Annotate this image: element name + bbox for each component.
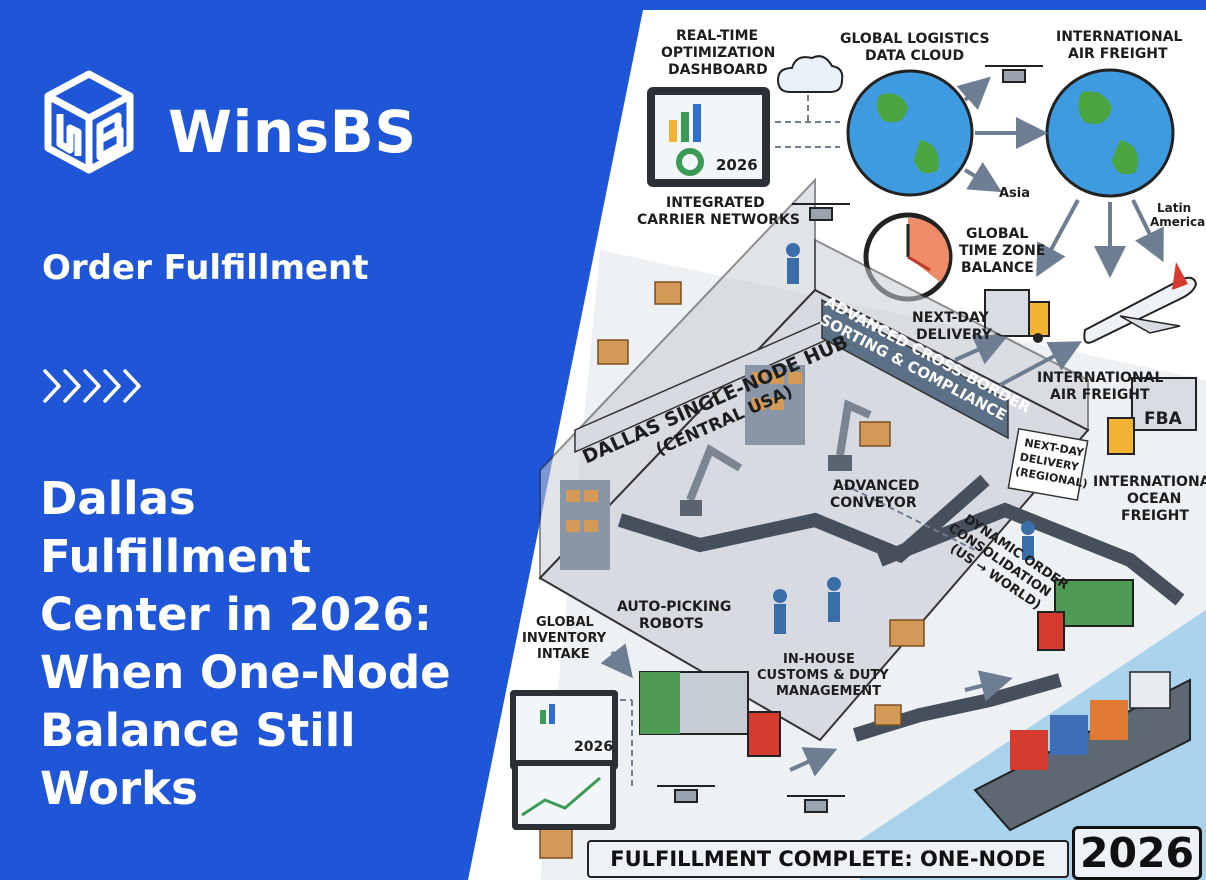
customs-label-line: MANAGEMENT — [776, 684, 881, 699]
chevrons-right-icon — [43, 369, 141, 403]
next-day-label-line: NEXT-DAY — [912, 310, 989, 326]
tablet-dashboard: 2026 — [510, 690, 618, 830]
brand: WinsBS — [42, 70, 462, 180]
ocean-freight-label-line: INTERNATIONAL — [1093, 474, 1206, 490]
dashboard-monitor: 2026 — [647, 87, 770, 187]
fba-label: FBA — [1144, 409, 1183, 429]
dashboard-label-line: REAL-TIME — [676, 28, 758, 44]
latin-america-label-line: America — [1150, 215, 1205, 229]
ocean-freight-label: INTERNATIONAL OCEAN FREIGHT — [1093, 474, 1206, 524]
intake-label-line: GLOBAL — [536, 615, 594, 630]
air-freight-top-label: INTERNATIONAL AIR FREIGHT — [1056, 29, 1182, 62]
air-freight-top-label-line: INTERNATIONAL — [1056, 29, 1182, 45]
latin-america-label: Latin America — [1150, 201, 1205, 229]
airplane-icon — [1083, 262, 1198, 344]
air-freight-mid-label-line: INTERNATIONAL — [1037, 370, 1163, 386]
asia-label: Asia — [999, 186, 1030, 201]
customs-label: IN-HOUSE CUSTOMS & DUTY MANAGEMENT — [757, 652, 889, 699]
container-ship-icon — [973, 671, 1191, 832]
intake-label-line: INTAKE — [537, 647, 590, 662]
intake-label-line: INVENTORY — [522, 631, 607, 646]
air-freight-mid-label-line: AIR FREIGHT — [1050, 387, 1150, 403]
dashboard-label: REAL-TIME OPTIMIZATION DASHBOARD — [661, 28, 775, 78]
robots-label-line: AUTO-PICKING — [617, 599, 731, 615]
brand-name: WinsBS — [168, 98, 417, 166]
data-cloud-label: GLOBAL LOGISTICS DATA CLOUD — [840, 31, 990, 64]
headline: Dallas Fulfillment Center in 2026: When … — [40, 472, 451, 815]
tablet-year-text: 2026 — [574, 739, 613, 755]
cardboard-boxes — [539, 281, 925, 859]
intake-label: GLOBAL INVENTORY INTAKE — [522, 615, 607, 662]
dashboard-label-line: OPTIMIZATION — [661, 45, 775, 61]
semi-truck-icon — [639, 579, 1134, 757]
robot-arm-icon — [680, 399, 872, 516]
data-cloud-label-line: DATA CLOUD — [865, 48, 964, 64]
robots-label-line: ROBOTS — [639, 616, 704, 632]
latin-america-label-line: Latin — [1157, 201, 1191, 215]
conveyor-label-line: ADVANCED — [833, 478, 919, 494]
globe-icon — [846, 69, 974, 197]
wbs-cube-logo-icon — [44, 70, 134, 174]
globe-icon — [1045, 68, 1175, 198]
conveyor-belt — [617, 474, 990, 564]
carrier-networks-label-line: INTEGRATED — [666, 195, 765, 211]
ocean-freight-label-line: OCEAN — [1127, 491, 1181, 507]
air-freight-top-label-line: AIR FREIGHT — [1068, 46, 1168, 62]
warehouse-shelves — [560, 365, 805, 570]
conveyor-label-line: CONVEYOR — [830, 495, 917, 511]
category-label: Order Fulfillment — [42, 248, 369, 288]
customs-label-line: CUSTOMS & DUTY — [757, 668, 889, 683]
cross-border-sign — [821, 298, 1009, 440]
data-cloud-label-line: GLOBAL LOGISTICS — [840, 31, 990, 47]
time-zone-label-line: BALANCE — [961, 260, 1034, 276]
completion-banner: FULFILLMENT COMPLETE: ONE-NODE SUCCESS — [587, 840, 1069, 878]
next-day-label: NEXT-DAY DELIVERY — [912, 310, 993, 343]
time-zone-label: GLOBAL TIME ZONE BALANCE — [959, 226, 1045, 276]
ocean-freight-label-line: FREIGHT — [1121, 508, 1189, 524]
robots-label: AUTO-PICKING ROBOTS — [617, 599, 731, 632]
drone-icon — [657, 65, 1043, 813]
customs-label-line: IN-HOUSE — [783, 652, 855, 667]
carrier-networks-label: INTEGRATED CARRIER NETWORKS — [637, 195, 800, 228]
cloud-icon — [776, 55, 844, 93]
dashboard-year-text: 2026 — [716, 156, 758, 174]
fba-truck-icon: FBA — [1107, 377, 1197, 455]
next-day-regional-label: NEXT-DAY DELIVERY (REGIONAL) — [1007, 427, 1089, 501]
year-badge: 2026 — [1072, 826, 1202, 880]
next-day-label-line: DELIVERY — [916, 327, 993, 343]
conveyor-belt — [877, 502, 1185, 606]
conveyor-label: ADVANCED CONVEYOR — [830, 478, 919, 511]
worker-icons — [773, 243, 1035, 634]
time-zone-label-line: GLOBAL — [966, 226, 1028, 242]
carrier-networks-label-line: CARRIER NETWORKS — [637, 212, 800, 228]
dashboard-label-line: DASHBOARD — [668, 62, 768, 78]
hub-right-wall — [814, 238, 1089, 432]
air-freight-mid-label: INTERNATIONAL AIR FREIGHT — [1037, 370, 1163, 403]
time-zone-label-line: TIME ZONE — [959, 243, 1045, 259]
